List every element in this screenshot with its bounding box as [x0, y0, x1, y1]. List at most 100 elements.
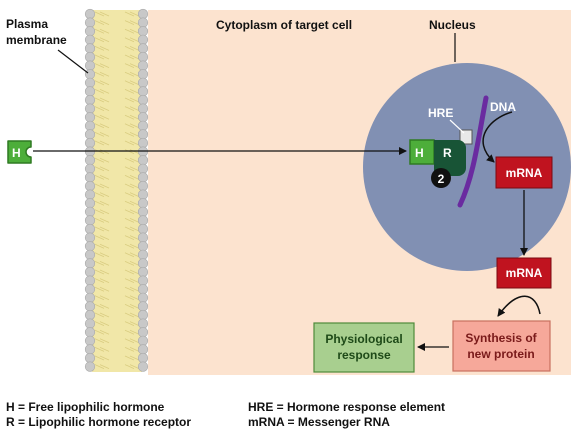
phospholipid-head	[137, 266, 149, 278]
lipid-tail	[124, 218, 135, 223]
protein-synthesis-box	[452, 320, 551, 372]
lipid-tail	[99, 364, 110, 369]
phospholipid-head	[137, 137, 149, 149]
lipid-tail	[94, 304, 105, 309]
lipid-tail	[99, 304, 110, 309]
lipid-tail	[124, 166, 135, 172]
lipid-tail	[124, 226, 135, 232]
lipid-tail	[99, 89, 110, 94]
lipid-tail	[94, 114, 105, 120]
mrna-cytoplasm-label: mRNA	[506, 266, 543, 280]
translation-arrow	[497, 295, 541, 317]
lipid-tail	[99, 226, 110, 232]
legend-receptor: R = Lipophilic hormone receptor	[6, 415, 191, 429]
lipid-tail	[129, 54, 140, 60]
free-hormone-label: H	[12, 146, 21, 160]
lipid-tail	[129, 11, 140, 17]
phospholipid-head	[137, 301, 149, 312]
phospholipid-head	[137, 94, 149, 106]
hre-pointer	[449, 119, 465, 134]
free-hormone: H	[7, 140, 32, 164]
lipid-tail	[99, 97, 110, 103]
phospholipid-head	[84, 266, 96, 278]
lipid-tail	[94, 183, 105, 189]
lipid-tail	[129, 218, 140, 223]
lipid-tail	[129, 37, 140, 43]
lipid-tail	[124, 304, 135, 309]
lipid-tail	[94, 123, 105, 129]
lipid-tail	[94, 20, 105, 25]
lipid-tail	[124, 329, 135, 335]
lipid-tail	[94, 46, 105, 51]
lipid-tail	[129, 226, 140, 232]
physiological-response-label-line2: response	[337, 348, 391, 362]
membrane-core	[92, 10, 142, 372]
lipid-tail	[99, 71, 110, 77]
lipid-tail	[124, 175, 135, 180]
lipid-tail	[124, 243, 135, 249]
lipid-tail	[129, 235, 140, 240]
phospholipid-head	[84, 275, 96, 286]
lipid-tail	[129, 183, 140, 189]
phospholipid-head	[84, 206, 96, 217]
lipid-tail	[94, 278, 105, 283]
lipid-tail	[94, 209, 105, 215]
phospholipid-head	[137, 344, 149, 355]
dna-label: DNA	[490, 100, 516, 114]
phospholipid-head	[137, 34, 149, 45]
phospholipid-head	[84, 309, 96, 321]
lipid-tail	[99, 312, 110, 318]
phospholipid-head	[84, 34, 96, 45]
lipid-tail	[94, 355, 105, 361]
phospholipid-head	[84, 86, 96, 97]
phospholipid-head	[84, 163, 96, 174]
lipid-tail	[94, 338, 105, 344]
phospholipid-head	[137, 129, 149, 140]
lipid-tail	[94, 175, 105, 180]
lipid-tail	[129, 80, 140, 86]
phospholipid-head	[137, 172, 149, 183]
lipid-tail	[99, 54, 110, 60]
mrna-cytoplasm-box	[496, 257, 552, 289]
phospholipid-head	[137, 163, 149, 174]
lipid-tail	[94, 218, 105, 223]
phospholipid-head	[84, 120, 96, 131]
lipid-tail	[129, 252, 140, 258]
lipid-tail	[124, 37, 135, 43]
lipid-tail	[94, 63, 105, 68]
lipid-tail	[99, 321, 110, 326]
membrane-phospholipid-heads	[84, 8, 149, 372]
lipid-tail	[129, 364, 140, 369]
mrna-nuclear-box	[495, 156, 553, 189]
nucleus-label: Nucleus	[429, 18, 476, 32]
lipid-tail	[99, 269, 110, 275]
lipid-tail	[94, 329, 105, 335]
phospholipid-head	[137, 120, 149, 131]
lipid-tail	[124, 28, 135, 34]
membrane-lipid-tails	[94, 11, 140, 369]
phospholipid-head	[137, 249, 149, 260]
phospholipid-head	[84, 129, 96, 140]
lipid-tail	[129, 321, 140, 326]
lipid-tail	[99, 11, 110, 17]
phospholipid-head	[84, 103, 96, 114]
free-hormone-shape	[7, 140, 32, 164]
phospholipid-head	[84, 292, 96, 303]
lipid-tail	[129, 243, 140, 249]
physiological-response-box	[313, 322, 415, 373]
lipid-tail	[94, 243, 105, 249]
lipid-tail	[129, 20, 140, 25]
phospholipid-head	[137, 361, 149, 372]
phospholipid-head	[84, 318, 96, 329]
lipid-tail	[124, 183, 135, 189]
phospholipid-head	[84, 51, 96, 63]
lipid-tail	[129, 286, 140, 292]
phospholipid-head	[84, 180, 96, 192]
phospholipid-head	[84, 137, 96, 149]
lipid-tail	[124, 140, 135, 146]
cytoplasm-label: Cytoplasm of target cell	[216, 18, 352, 32]
receptor-label: R	[443, 146, 452, 160]
phospholipid-head	[137, 86, 149, 97]
lipid-tail	[129, 89, 140, 94]
